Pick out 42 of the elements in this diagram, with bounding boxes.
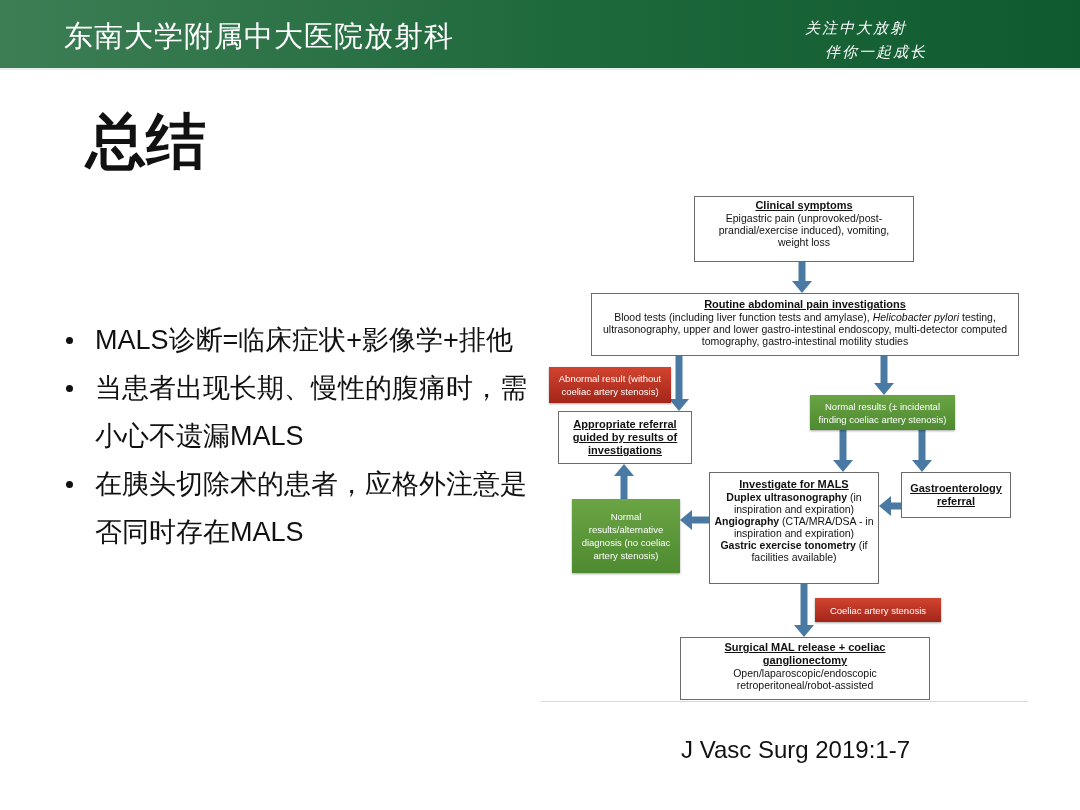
- step-heading: Gastroenterology referral: [909, 482, 1003, 508]
- arrow: [879, 496, 901, 516]
- process-box: [901, 472, 1011, 518]
- bullet-text: 在胰头切除术的患者，应格外注意是否同时存在MALS: [95, 468, 528, 549]
- status-box: [549, 367, 671, 403]
- bullet-text: 当患者出现长期、慢性的腹痛时，需小心不遗漏MALS: [95, 372, 528, 453]
- status-box: [810, 395, 955, 430]
- step-text: Open/laparoscopic/endoscopic retroperitoneal/robot-assisted: [732, 667, 878, 691]
- step-text: Blood tests (including liver function tests and amylase), Helicobacter pylori testing, ultrasonography, upper and lower gastro-intestinal endoscopy, multi-detector computed tomography, gastro-intestinal motility studies: [601, 311, 1009, 347]
- step-text: Epigastric pain (unprovoked/post-prandial/exercise induced), vomiting, weight loss: [717, 212, 891, 248]
- arrow: [792, 262, 812, 293]
- step-heading: Clinical symptoms: [755, 199, 853, 212]
- citation-text: J Vasc Surg 2019:1-7: [681, 735, 911, 765]
- slide-title: 总结: [86, 107, 206, 177]
- status-box: [815, 598, 941, 622]
- step-heading: Appropriate referral guided by results of investigations: [571, 418, 679, 457]
- process-box: [558, 411, 692, 464]
- status-text: Normal results/alternative diagnosis (no coeliac artery stenosis): [580, 510, 672, 562]
- arrow: [614, 464, 634, 499]
- step-text: Angiography (CTA/MRA/DSA - in inspiration and expiration): [713, 515, 875, 539]
- step-heading: Routine abdominal pain investigations: [704, 298, 906, 311]
- arrow: [874, 356, 894, 395]
- arrow: [794, 584, 814, 637]
- status-text: Normal results (± incidental finding coeliac artery stenosis): [817, 399, 948, 426]
- slogan-text: 关注中大放射: [805, 18, 907, 38]
- arrow: [680, 510, 709, 530]
- process-box: [591, 293, 1019, 356]
- process-box: [680, 637, 930, 700]
- process-box: [694, 196, 914, 262]
- step-text: Duplex ultrasonography (in inspiration and expiration): [725, 491, 863, 515]
- slogan-text: 伴你一起成长: [825, 42, 927, 62]
- step-text: Gastric exercise tonometry (if facilities available): [719, 539, 869, 563]
- status-box: [572, 499, 680, 573]
- status-text: Abnormal result (without coeliac artery stenosis): [557, 372, 663, 398]
- step-heading: Investigate for MALS: [739, 478, 849, 491]
- process-box: [709, 472, 879, 584]
- status-text: Coeliac artery stenosis: [829, 603, 927, 617]
- step-heading: Surgical MAL release + coeliac ganglionectomy: [723, 641, 887, 667]
- arrow: [833, 430, 853, 472]
- arrow: [912, 430, 932, 472]
- header-title: 东南大学附属中大医院放射科: [64, 18, 454, 54]
- bullet-text: MALS诊断=临床症状+影像学+排他: [95, 324, 514, 357]
